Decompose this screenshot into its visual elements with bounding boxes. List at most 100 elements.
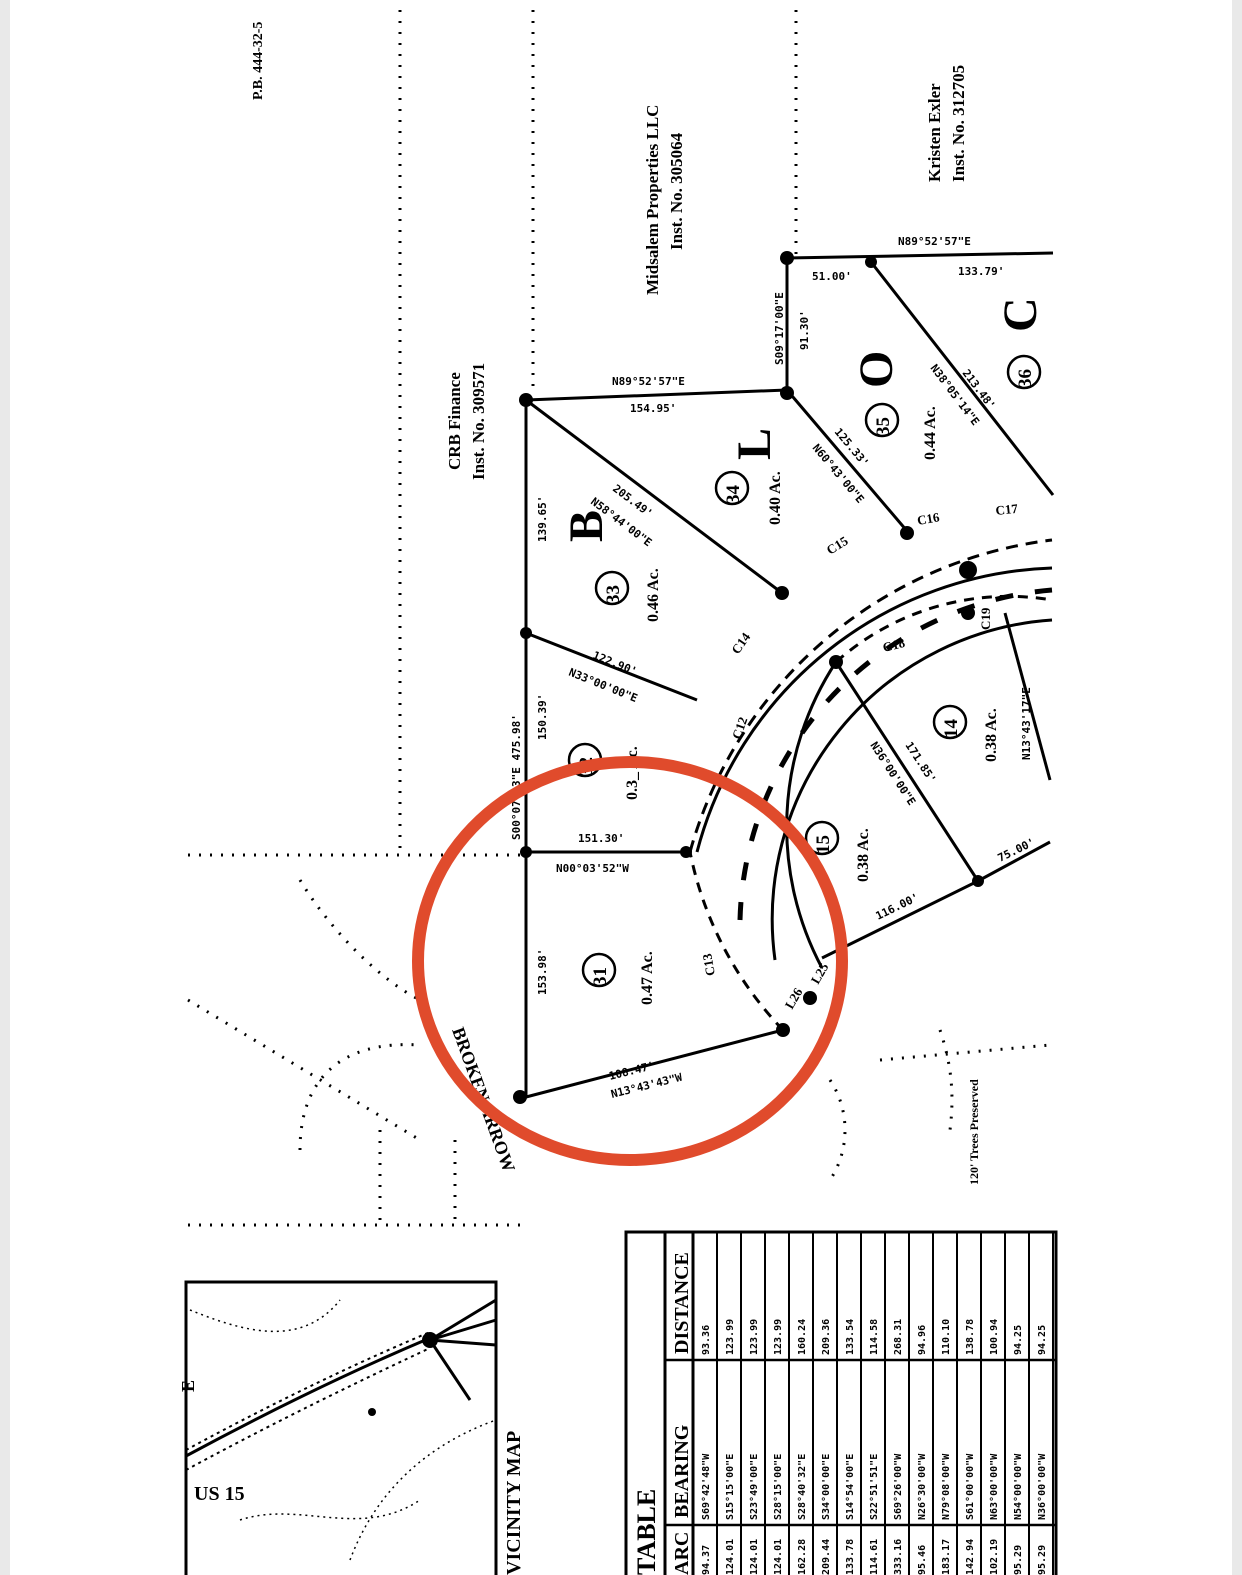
- table-cell: N36°00'00"W: [1037, 1453, 1048, 1520]
- lot-lines: [524, 251, 1055, 1099]
- curve-c14: C14: [728, 629, 753, 656]
- owner-crb-inst: Inst. No. 309571: [469, 363, 488, 480]
- inset-title: VICINITY MAP: [503, 1431, 525, 1575]
- dotted-lines: [187, 10, 1051, 1227]
- table-cell: 162.28: [797, 1539, 808, 1575]
- curve-c15: C15: [824, 533, 851, 558]
- table-cell: 133.78: [845, 1539, 856, 1575]
- plat-book-ref: P.B. 444-32-5: [251, 22, 266, 100]
- curve-c16: C16: [916, 509, 941, 528]
- inset-marker: E: [178, 1380, 198, 1392]
- lot-31-area: 0.47 Ac.: [639, 951, 656, 1005]
- lot-34-number: 34: [723, 485, 744, 505]
- table-cell: 183.17: [941, 1539, 952, 1575]
- dim-151: 151.30': [578, 832, 624, 845]
- table-cell: 124.01: [725, 1539, 736, 1575]
- line-l26: L26: [782, 985, 806, 1012]
- table-cell: 94.25: [1013, 1325, 1024, 1355]
- table-cell: S28°40'32"E: [797, 1454, 808, 1520]
- table-cell: 209.36: [821, 1319, 832, 1355]
- bearing-133: N89°52'57"E: [898, 235, 971, 248]
- table-cell: S61°00'00"W: [965, 1453, 976, 1520]
- owner-kristen-inst: Inst. No. 312705: [949, 65, 968, 182]
- lot-36-number: 36: [1015, 369, 1036, 388]
- table-cell: 123.99: [773, 1319, 784, 1355]
- table-cell: 124.01: [773, 1539, 784, 1575]
- table-cell: 114.61: [869, 1539, 880, 1575]
- lot-15-number: 15: [813, 835, 834, 854]
- lot-corner-markers: [513, 251, 984, 1104]
- dim-153: 153.98': [536, 949, 549, 995]
- dim-171: 171.85': [902, 740, 938, 786]
- line-l25: L25: [808, 960, 832, 987]
- right-page-edge: [1232, 0, 1242, 1575]
- table-cell: S34°00'00"E: [821, 1454, 832, 1520]
- table-cell: 138.78: [965, 1319, 976, 1355]
- lot-35-area: 0.44 Ac.: [922, 406, 939, 460]
- curve-data-table: TABLE DISTANCE BEARING ARC 93.36S69°42'4…: [624, 1230, 1058, 1575]
- table-cell: S69°42'48"W: [701, 1453, 712, 1520]
- lot-14-number: 14: [941, 719, 962, 739]
- owner-midsalem-name: Midsalem Properties LLC: [643, 105, 662, 295]
- dim-116: 116.00': [874, 891, 921, 923]
- bearing-91: S09°17'00"E: [773, 292, 786, 365]
- dim-91: 91.30': [798, 310, 811, 350]
- bearing-151: N00°03'52"W: [556, 862, 629, 875]
- lot-33-number: 33: [603, 585, 624, 604]
- tree-preservation-label: 120' Trees Preserved: [967, 1079, 981, 1185]
- table-cell: 142.94: [965, 1539, 976, 1575]
- table-cell: 114.58: [869, 1319, 880, 1355]
- table-cell: 209.44: [821, 1539, 832, 1575]
- table-cell: 95.29: [1013, 1545, 1024, 1575]
- curve-c18: C18: [881, 635, 907, 655]
- inset-road-label: US 15: [194, 1483, 245, 1505]
- dim-133: 133.79': [958, 265, 1004, 278]
- lot-33-area: 0.46 Ac.: [645, 568, 662, 622]
- table-cell: 100.94: [989, 1319, 1000, 1355]
- owner-midsalem-inst: Inst. No. 305064: [667, 132, 686, 250]
- table-cell: S22°51'51"E: [869, 1454, 880, 1520]
- table-header-bearing: BEARING: [671, 1424, 693, 1518]
- table-cell: S28°15'00"E: [773, 1454, 784, 1520]
- owner-crb-name: CRB Finance: [445, 372, 464, 470]
- table-cell: S15°15'00"E: [725, 1454, 736, 1520]
- table-cell: 95.29: [1037, 1545, 1048, 1575]
- table-cell: 268.31: [893, 1319, 904, 1355]
- table-cell: 94.25: [1037, 1325, 1048, 1355]
- lot-35-number: 35: [873, 417, 894, 436]
- lot-32-area: 0.3_ Ac.: [624, 746, 641, 800]
- block-letter-b: B: [560, 510, 613, 542]
- dim-west-line: S00°07'03"E 475.98': [510, 714, 523, 840]
- block-letter-o: O: [850, 351, 903, 388]
- table-cell: 94.37: [701, 1545, 712, 1575]
- dim-51: 51.00': [812, 270, 852, 283]
- table-header-distance: DISTANCE: [671, 1252, 693, 1354]
- owner-kristen-name: Kristen Exler: [925, 83, 944, 182]
- cul-de-sac-street: [688, 538, 1053, 1032]
- block-letter-l: L: [728, 428, 781, 460]
- lot-15-area: 0.38 Ac.: [855, 828, 872, 882]
- lot-number-circles: [567, 354, 1042, 988]
- dim-139: 139.65': [536, 496, 549, 542]
- left-page-edge: [0, 0, 10, 1575]
- table-cell: 102.19: [989, 1539, 1000, 1575]
- table-header-arc: ARC: [671, 1532, 693, 1575]
- curve-c17: C17: [995, 501, 1019, 518]
- table-cell: 160.24: [797, 1319, 808, 1355]
- table-cell: 95.46: [917, 1545, 928, 1575]
- table-cell: 123.99: [725, 1319, 736, 1355]
- table-title: TABLE: [632, 1489, 661, 1575]
- bearing-lot-14: N13°43'17"E: [1020, 687, 1033, 760]
- table-cell: N26°30'00"W: [917, 1453, 928, 1520]
- curve-c19: C19: [978, 607, 993, 630]
- table-cell: 110.10: [941, 1319, 952, 1355]
- lot-14-area: 0.38 Ac.: [983, 708, 1000, 762]
- table-cell: 133.54: [845, 1319, 856, 1355]
- lot-31-number: 31: [590, 967, 611, 986]
- lot-34-area: 0.40 Ac.: [767, 471, 784, 525]
- table-cell: S14°54'00"E: [845, 1454, 856, 1520]
- table-cell: 94.96: [917, 1325, 928, 1355]
- dim-154: 154.95': [630, 402, 676, 415]
- curve-c13: C13: [699, 952, 718, 977]
